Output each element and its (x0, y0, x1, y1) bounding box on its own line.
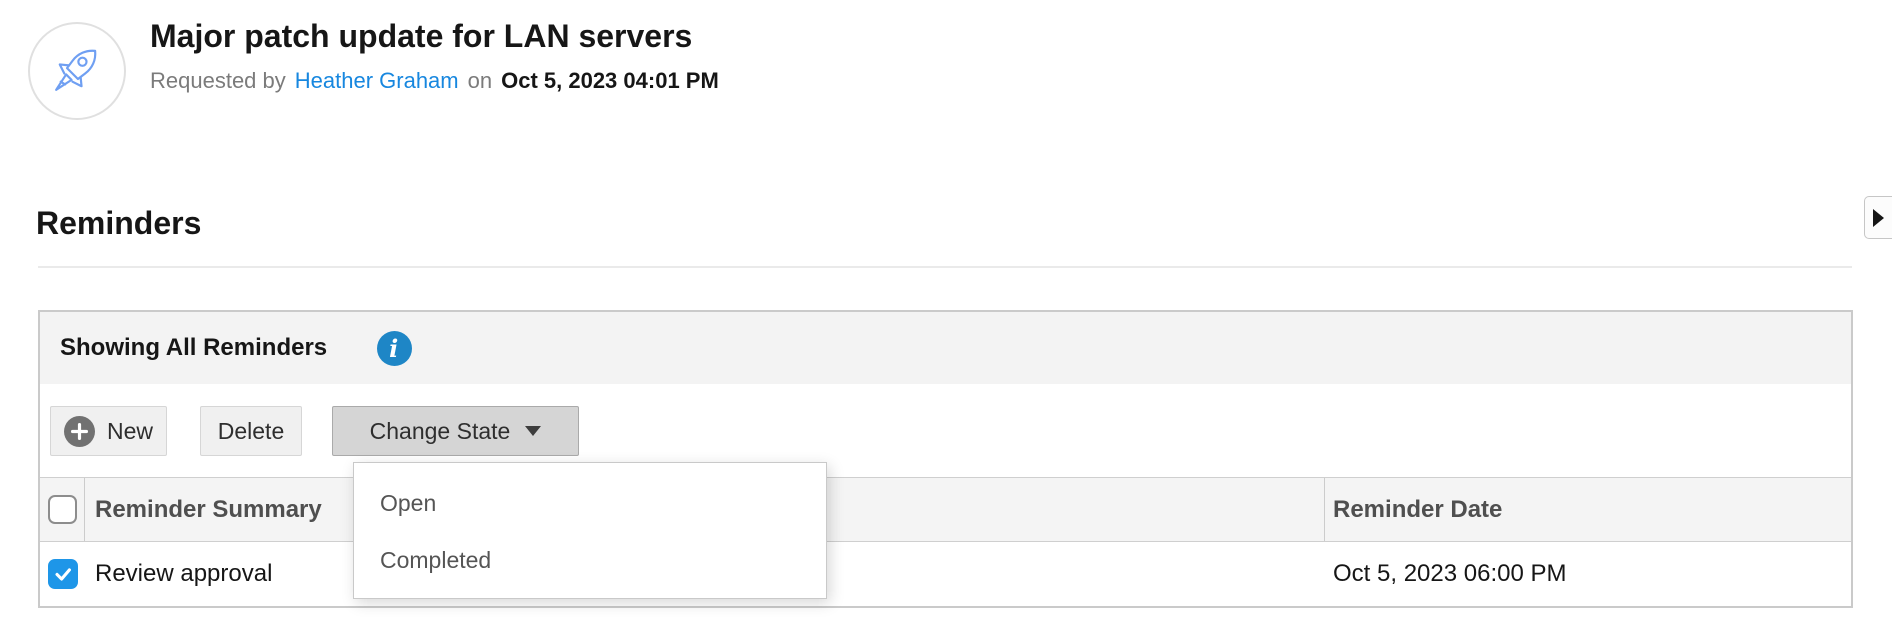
change-state-menu: Open Completed (353, 462, 827, 599)
column-header-reminder-date: Reminder Date (1325, 478, 1851, 541)
select-all-cell (40, 478, 85, 541)
delete-button-label: Delete (217, 417, 285, 444)
column-header-reminder-summary: Reminder Summary (85, 478, 1325, 541)
row-checkbox-cell (40, 542, 85, 606)
panel-title: Showing All Reminders (60, 334, 328, 361)
reminders-toolbar: New Delete Change State (50, 406, 1851, 456)
change-state-button-label: Change State (369, 417, 511, 444)
expand-right-icon (1873, 208, 1884, 227)
change-state-button[interactable]: Change State (332, 406, 579, 456)
requested-by-label: Requested by (150, 68, 286, 93)
select-all-checkbox[interactable] (47, 495, 77, 524)
reminders-heading: Reminders (36, 205, 202, 241)
row-checkbox-checked[interactable] (47, 559, 78, 589)
menu-item-open[interactable]: Open (380, 490, 437, 516)
column-header-summary-label: Reminder Summary (95, 495, 322, 523)
reminders-panel-header: Showing All Reminders i (40, 312, 1851, 384)
new-button[interactable]: New (50, 406, 167, 456)
plus-icon (63, 415, 95, 447)
check-icon (54, 568, 71, 581)
column-header-date-label: Reminder Date (1333, 495, 1503, 523)
rocket-icon (48, 40, 106, 103)
requester-link[interactable]: Heather Graham (294, 68, 459, 93)
requested-datetime: Oct 5, 2023 04:01 PM (501, 68, 719, 93)
side-panel-toggle-button[interactable] (1864, 196, 1892, 239)
record-subtitle: Requested by Heather Graham on Oct 5, 20… (150, 68, 719, 94)
row-summary-cell: Review approval (85, 542, 1325, 606)
info-icon[interactable]: i (377, 330, 413, 366)
section-divider (38, 266, 1852, 268)
on-label: on (467, 68, 493, 93)
new-button-label: New (106, 417, 153, 444)
reminder-date-value: Oct 5, 2023 06:00 PM (1333, 560, 1567, 587)
row-date-cell: Oct 5, 2023 06:00 PM (1325, 542, 1851, 606)
reminder-summary-value: Review approval (95, 560, 273, 587)
caret-down-icon (525, 426, 542, 436)
record-avatar (28, 22, 126, 120)
reminders-table-header: Reminder Summary Reminder Date (40, 477, 1851, 542)
menu-item-completed[interactable]: Completed (380, 547, 492, 573)
page-title: Major patch update for LAN servers (150, 18, 693, 54)
delete-button[interactable]: Delete (200, 406, 302, 456)
table-row[interactable]: Review approval Oct 5, 2023 06:00 PM (40, 542, 1851, 606)
reminders-panel: Showing All Reminders i New Delete Chang… (38, 310, 1853, 608)
